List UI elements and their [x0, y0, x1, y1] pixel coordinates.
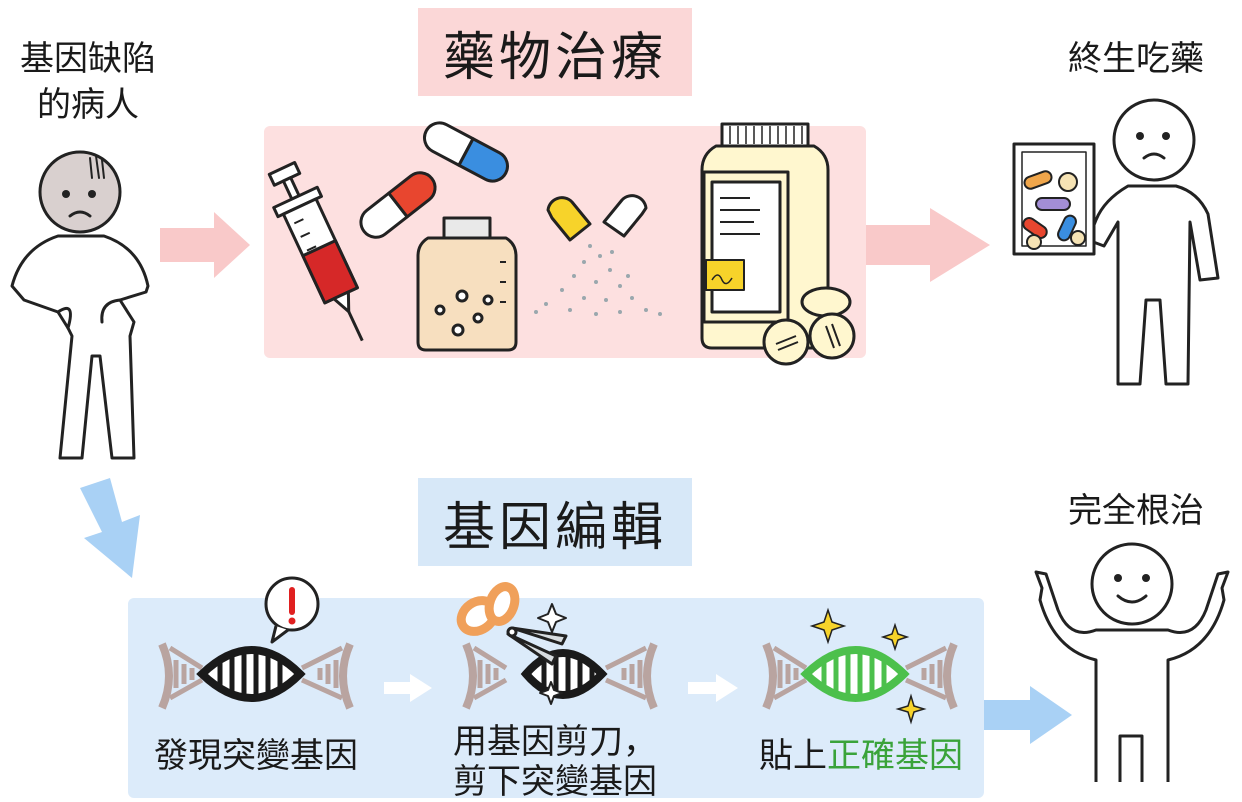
arrow-to-drug — [160, 212, 250, 278]
lifelong-figure — [1086, 98, 1220, 386]
powder-particles — [534, 244, 662, 316]
step-arrow-1 — [384, 674, 432, 702]
drug-therapy-title-text: 藥物治療 — [442, 27, 667, 88]
capsule-icon — [359, 171, 437, 239]
pill-card-icon — [1012, 142, 1096, 256]
lifelong-medication-label: 終生吃藥 — [1068, 39, 1204, 79]
step-arrow-2 — [688, 674, 738, 702]
exclamation-icon — [264, 576, 320, 644]
patient-label: 基因缺陷 的病人 — [0, 36, 176, 128]
step-2-caption: 用基因剪刀， 剪下突變基因 — [430, 722, 680, 802]
step-1-caption: 發現突變基因 — [136, 736, 376, 776]
scissors-icon — [456, 582, 568, 705]
jar-icon — [416, 216, 518, 352]
dna-icon — [762, 642, 958, 710]
patient-label-line2: 的病人 — [37, 85, 139, 125]
step-3-prefix: 貼上 — [759, 736, 827, 776]
step-3-highlight: 正確基因 — [827, 736, 963, 776]
patient-label-line1: 基因缺陷 — [20, 39, 156, 79]
capsule-icon — [423, 121, 509, 183]
step-3-caption: 貼上正確基因 — [736, 736, 986, 776]
dna-icon — [158, 642, 354, 710]
step-1-line1: 發現突變基因 — [154, 736, 358, 776]
syringe-icon — [267, 161, 364, 342]
gene-editing-title: 基因編輯 — [418, 478, 692, 566]
sparkle-icon — [809, 607, 927, 725]
step-2-line2: 剪下突變基因 — [453, 762, 657, 802]
drug-therapy-title: 藥物治療 — [418, 8, 692, 96]
arrow-to-cured — [984, 686, 1072, 744]
arrow-down-to-gene — [80, 478, 140, 578]
sad-patient-figure — [10, 150, 150, 460]
cured-label: 完全根治 — [1068, 491, 1204, 531]
illustration — [10, 98, 1230, 782]
arrow-to-lifelong — [866, 208, 990, 282]
pill-bottle-icon — [700, 122, 856, 366]
gene-editing-title-text: 基因編輯 — [442, 497, 667, 558]
happy-cured-figure — [1034, 542, 1230, 782]
capsule-icon — [546, 194, 648, 242]
dna-icon — [462, 642, 658, 710]
step-2-line1: 用基因剪刀， — [453, 722, 657, 762]
